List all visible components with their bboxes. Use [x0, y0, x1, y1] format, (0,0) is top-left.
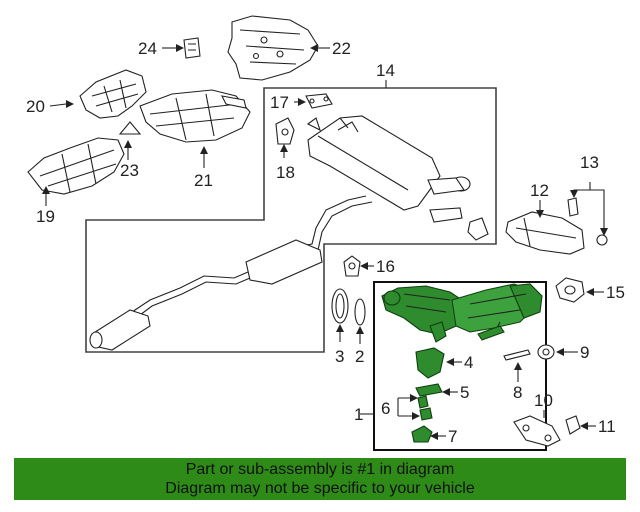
part-6-bolts[interactable] [417, 395, 433, 421]
part-2-gasket[interactable] [354, 298, 366, 326]
part-3-clamp[interactable] [331, 288, 349, 324]
callout-7[interactable]: 7 [448, 427, 457, 446]
callout-3[interactable]: 3 [335, 347, 344, 366]
part-10-gasket[interactable] [513, 415, 561, 447]
part-8-stud[interactable] [503, 349, 531, 361]
callout-13[interactable]: 13 [580, 153, 599, 172]
callout-10[interactable]: 10 [534, 391, 553, 410]
part-14-rear-muffler[interactable] [306, 115, 489, 241]
part-16-hanger[interactable] [343, 255, 361, 277]
part-20-heat-shield[interactable] [79, 69, 147, 119]
callout-17[interactable]: 17 [270, 93, 289, 112]
part-7-nut[interactable] [411, 425, 433, 443]
callout-1[interactable]: 1 [354, 405, 363, 424]
callout-21[interactable]: 21 [194, 171, 213, 190]
part-17-gasket[interactable] [305, 93, 333, 109]
banner-line-2: Diagram may not be specific to your vehi… [165, 480, 475, 497]
exhaust-parts-diagram: 1 2 3 4 5 6 7 8 9 10 11 12 13 14 15 16 1… [26, 15, 625, 451]
part-23-clip[interactable] [118, 121, 142, 135]
callout-15[interactable]: 15 [606, 283, 625, 302]
part-5-gasket[interactable] [415, 383, 443, 397]
callout-20[interactable]: 20 [26, 97, 45, 116]
part-18-hanger[interactable] [275, 117, 295, 145]
callout-14[interactable]: 14 [376, 61, 395, 80]
exhaust-pipe-and-resonator[interactable] [89, 195, 373, 351]
callout-18[interactable]: 18 [276, 163, 295, 182]
part-1-catalytic-converter-assembly[interactable] [381, 283, 543, 343]
callout-4[interactable]: 4 [464, 353, 473, 372]
callout-12[interactable]: 12 [530, 181, 549, 200]
group-14-outline [85, 87, 497, 353]
banner-line-1: Part or sub-assembly is #1 in diagram [185, 461, 455, 478]
group-1-outline [373, 281, 547, 451]
callout-9[interactable]: 9 [580, 343, 589, 362]
callout-23[interactable]: 23 [120, 161, 139, 180]
leader-lines [42, 44, 608, 440]
callout-6[interactable]: 6 [381, 399, 390, 418]
callout-24[interactable]: 24 [138, 39, 157, 58]
part-11-sensor[interactable] [565, 415, 581, 435]
part-13-fasteners[interactable] [567, 197, 608, 246]
part-12-heat-shield[interactable] [505, 211, 585, 255]
callout-5[interactable]: 5 [460, 383, 469, 402]
part-4-bracket[interactable] [415, 347, 445, 379]
callout-19[interactable]: 19 [36, 207, 55, 226]
callout-8[interactable]: 8 [513, 383, 522, 402]
part-21-floor-heat-shield[interactable] [139, 89, 251, 143]
part-15-gasket[interactable] [555, 277, 585, 303]
callout-22[interactable]: 22 [332, 39, 351, 58]
callout-2[interactable]: 2 [355, 347, 364, 366]
part-19-heat-shield[interactable] [27, 137, 125, 195]
part-22-heat-shield[interactable] [227, 15, 319, 81]
callout-16[interactable]: 16 [376, 257, 395, 276]
part-9-bushing[interactable] [537, 344, 555, 360]
callout-labels: 1 2 3 4 5 6 7 8 9 10 11 12 13 14 15 16 1… [26, 39, 625, 446]
info-banner: Part or sub-assembly is #1 in diagram Di… [14, 458, 626, 500]
callout-11[interactable]: 11 [598, 417, 616, 436]
part-24-bracket[interactable] [183, 37, 201, 59]
